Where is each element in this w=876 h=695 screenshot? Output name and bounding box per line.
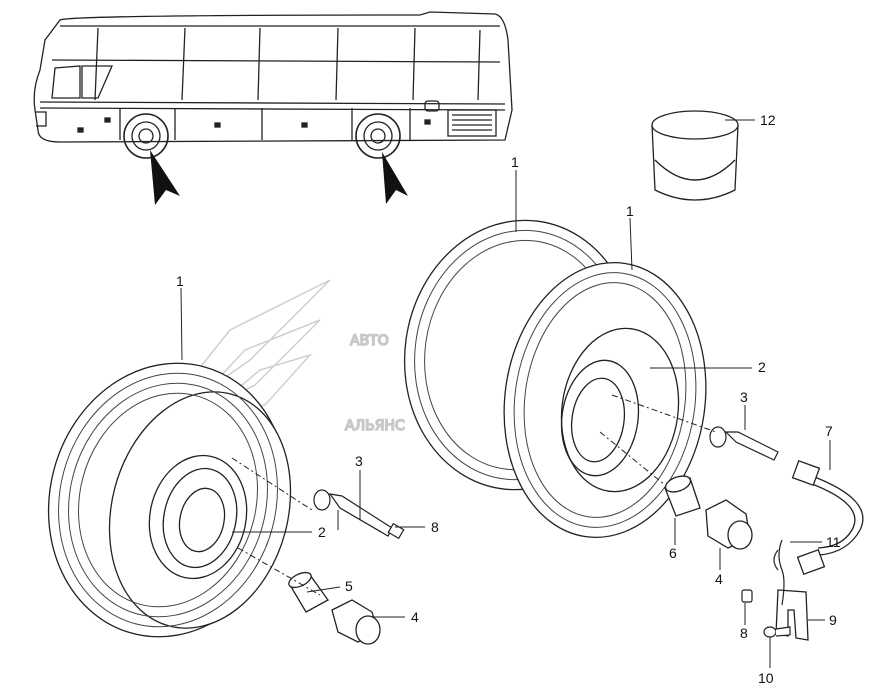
spacer-sleeve-left <box>288 571 329 613</box>
pointer-arrow-rear <box>382 152 408 204</box>
air-hose <box>791 459 864 576</box>
valve-extension-left <box>313 489 405 540</box>
callout-1-dual-inner: 1 <box>626 203 634 219</box>
callout-11: 11 <box>826 534 841 550</box>
callout-3-right: 3 <box>740 389 748 405</box>
dual-wheel-assembly <box>403 219 707 539</box>
bus-illustration <box>33 11 513 159</box>
spacer-sleeve-right <box>664 475 701 517</box>
callout-4-left: 4 <box>411 609 419 625</box>
callout-8-left: 8 <box>431 519 439 535</box>
callout-6: 6 <box>669 545 677 561</box>
bolt <box>763 626 791 638</box>
callout-2-right: 2 <box>758 359 766 375</box>
callout-8-right: 8 <box>740 625 748 641</box>
left-rim <box>148 454 248 580</box>
callout-4-right: 4 <box>715 571 723 587</box>
callout-2-left: 2 <box>318 524 326 540</box>
callout-1-dual-outer: 1 <box>511 154 519 170</box>
callout-12: 12 <box>760 112 776 128</box>
callout-3-left: 3 <box>355 453 363 469</box>
grease-bucket <box>651 110 739 201</box>
wire-clip <box>773 539 785 606</box>
leader-lines <box>180 119 831 668</box>
callout-labels: 1 1 1 2 2 3 3 4 4 5 6 7 8 8 9 10 11 12 <box>176 112 841 686</box>
single-wheel <box>47 362 292 638</box>
callout-10: 10 <box>758 670 774 686</box>
watermark-line2: АЛЬЯНС <box>345 418 405 434</box>
callout-9: 9 <box>829 612 837 628</box>
watermark-line1: АВТО <box>350 333 389 349</box>
pointer-arrow-front <box>150 150 180 205</box>
callout-7: 7 <box>825 423 833 439</box>
wheel-nut-right <box>705 499 753 550</box>
right-rim <box>560 359 640 477</box>
valve-cap <box>741 589 753 603</box>
wheel-nut-left <box>331 599 381 645</box>
callout-5: 5 <box>345 578 353 594</box>
callout-1-single: 1 <box>176 273 184 289</box>
valve-extension-right <box>709 426 779 461</box>
